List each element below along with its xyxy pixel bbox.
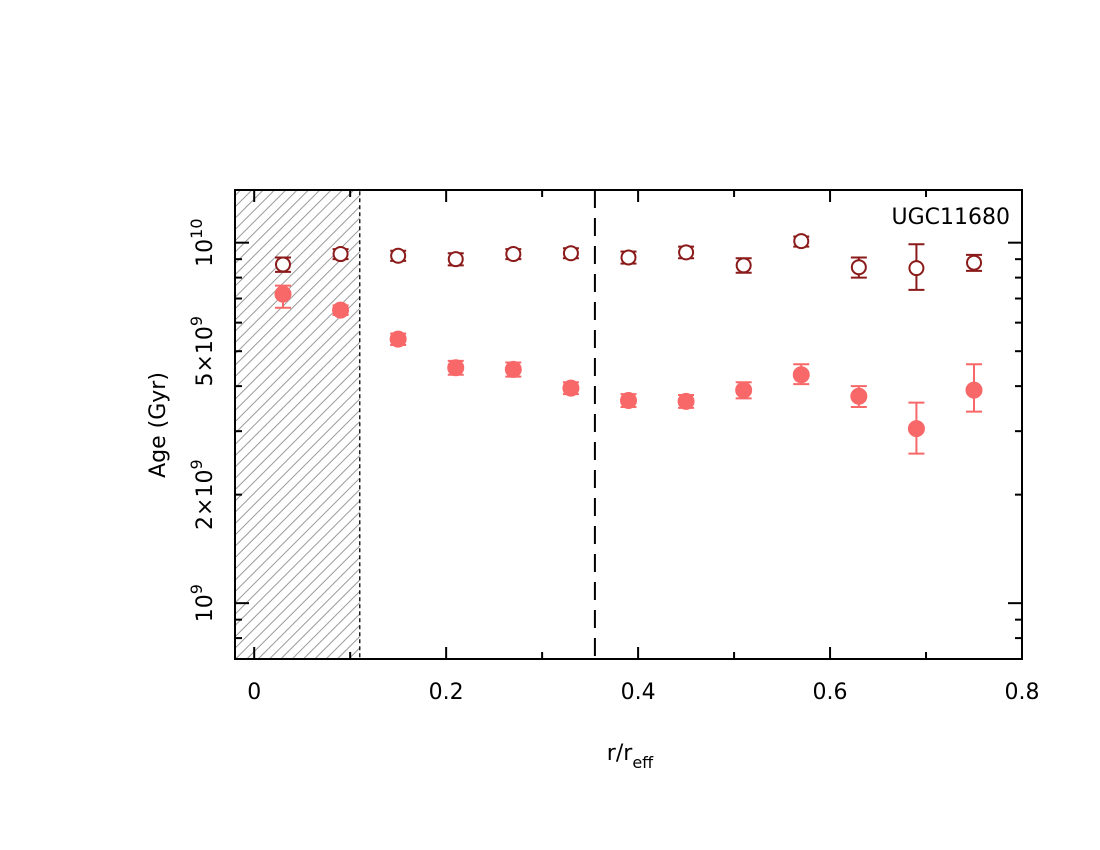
data-point-filled [792, 366, 810, 384]
x-tick-label: 0.8 [1005, 680, 1040, 705]
data-point-filled [562, 379, 580, 397]
data-point-open [332, 246, 349, 263]
y-tick-label: 1010 [187, 218, 218, 266]
data-point-open [793, 233, 810, 250]
y-tick-label-exponent: 10 [187, 218, 206, 238]
data-point-open [678, 244, 695, 261]
x-axis-title-subscript: eff [632, 753, 654, 772]
y-tick-label: 5×109 [187, 316, 218, 387]
plot-frame [234, 189, 1023, 660]
data-point-open [850, 259, 867, 276]
x-axis-title-base: r/r [607, 741, 633, 766]
y-tick-label-exponent: 9 [187, 584, 206, 594]
data-point-filled [677, 392, 695, 410]
y-tick-label-exponent: 9 [187, 316, 206, 326]
data-point-open [735, 257, 752, 274]
y-axis-title: Age (Gyr) [146, 372, 171, 478]
x-tick-label: 0.2 [429, 680, 464, 705]
y-tick-label: 2×109 [187, 459, 218, 530]
data-point-filled [389, 330, 407, 348]
data-point-filled [274, 285, 292, 303]
galaxy-name-annotation: UGC11680 [892, 205, 1011, 230]
data-point-open [505, 246, 522, 263]
data-point-filled [447, 359, 465, 377]
data-point-filled [907, 420, 925, 438]
data-point-filled [332, 301, 350, 319]
x-tick-label: 0.6 [813, 680, 848, 705]
y-tick-label-exponent: 9 [187, 459, 206, 469]
data-point-filled [620, 391, 637, 409]
data-point-filled [965, 381, 983, 399]
y-tick-label: 109 [187, 584, 218, 622]
data-point-open [274, 256, 291, 273]
x-tick-label: 0.4 [621, 680, 656, 705]
data-point-filled [735, 381, 753, 399]
data-point-open [562, 245, 579, 262]
data-point-open [620, 249, 637, 266]
data-point-open [447, 251, 464, 268]
x-axis-title: r/reff [607, 741, 654, 772]
data-point-open [966, 254, 983, 271]
data-point-open [390, 247, 407, 264]
data-point-filled [504, 360, 522, 378]
x-tick-label: 0 [247, 680, 261, 705]
y-tick-label-base: 10 [193, 239, 218, 267]
y-tick-label-base: 5×10 [193, 326, 218, 386]
y-tick-label-base: 10 [193, 594, 218, 622]
data-point-filled [850, 387, 868, 405]
masked-region [234, 189, 361, 660]
y-tick-label-base: 2×10 [193, 470, 218, 530]
data-point-open [908, 260, 925, 277]
